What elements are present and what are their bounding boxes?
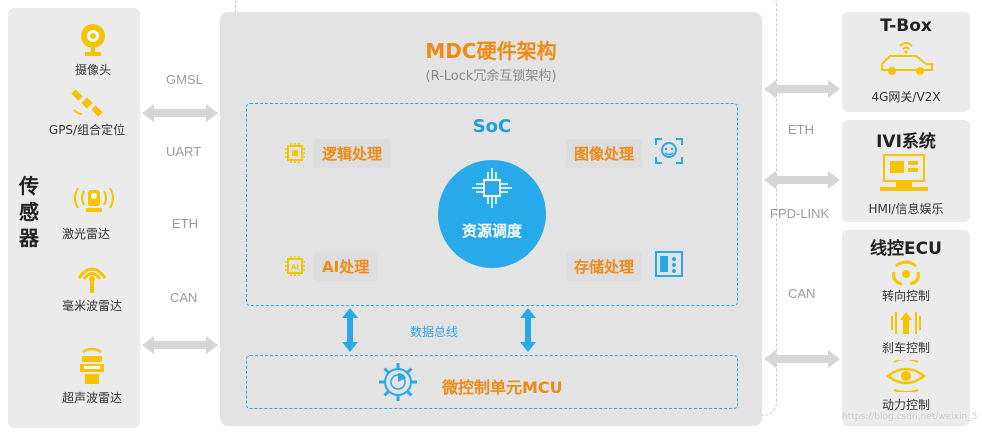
face-recognition-icon bbox=[655, 138, 683, 164]
tbox-title: T-Box bbox=[880, 16, 932, 36]
mcu-label: 微控制单元MCU bbox=[442, 378, 563, 397]
ecu-power: 动力控制 bbox=[881, 398, 930, 412]
connected-car-icon bbox=[881, 42, 933, 75]
steering-icon bbox=[892, 260, 920, 286]
ivi-title: IVI系统 bbox=[876, 132, 936, 152]
resource-scheduler-label: 资源调度 bbox=[461, 222, 522, 240]
ai-chip-icon: AI bbox=[285, 256, 305, 276]
iface-can-left: CAN bbox=[170, 290, 198, 305]
iface-uart: UART bbox=[166, 144, 202, 159]
sensor-panel bbox=[8, 8, 140, 428]
tbox-item: 4G网关/V2X bbox=[871, 90, 941, 104]
data-bus-arrows bbox=[342, 308, 536, 352]
mcu-box bbox=[246, 355, 738, 409]
iface-eth-right: ETH bbox=[788, 122, 814, 137]
sensor-ultrasonic-label: 超声波雷达 bbox=[61, 391, 122, 405]
mdc-title: MDC硬件架构 bbox=[425, 39, 557, 63]
chip-icon bbox=[285, 143, 305, 163]
sensor-gps: GPS/组合定位 bbox=[28, 88, 146, 138]
watermark: https://blog.csdn.net/weixin_5 bbox=[842, 412, 978, 422]
sensor-mmwave: 毫米波雷达 bbox=[44, 262, 140, 314]
ivi-item: HMI/信息娱乐 bbox=[868, 202, 944, 216]
storage-icon bbox=[655, 251, 683, 277]
ecu-brake: 刹车控制 bbox=[881, 341, 930, 355]
sensor-gps-label: GPS/组合定位 bbox=[48, 123, 126, 137]
sensor-lidar-label: 激光雷达 bbox=[62, 227, 111, 241]
satellite-icon bbox=[71, 89, 103, 117]
left-connection-arrows bbox=[142, 104, 218, 354]
ecu-title: 线控ECU bbox=[870, 239, 942, 259]
sensor-ultrasonic: 超声波雷达 bbox=[44, 346, 140, 406]
soc-image-processing: 图像处理 bbox=[566, 139, 643, 168]
mcu-gear-icon bbox=[379, 363, 417, 401]
sensor-lidar bbox=[52, 182, 136, 219]
infotainment-icon bbox=[880, 154, 928, 191]
radar-icon bbox=[77, 267, 107, 293]
tbox-panel bbox=[842, 12, 970, 112]
data-bus-label: 数据总线 bbox=[410, 325, 459, 339]
camera-icon bbox=[81, 24, 105, 56]
brake-icon bbox=[891, 312, 921, 334]
lidar-icon bbox=[74, 187, 114, 212]
iface-eth-left: ETH bbox=[172, 216, 198, 231]
ecu-steering: 转向控制 bbox=[881, 289, 930, 303]
soc-box bbox=[246, 103, 738, 306]
ivi-panel bbox=[842, 120, 970, 222]
sensor-group-label: 传感器 bbox=[19, 174, 39, 250]
iface-can-right: CAN bbox=[788, 286, 816, 301]
ultrasonic-icon bbox=[80, 347, 104, 384]
iface-fpd-link: FPD-LINK bbox=[770, 206, 830, 221]
sensor-camera: 摄像头 bbox=[48, 22, 138, 78]
sensor-mmwave-label: 毫米波雷达 bbox=[61, 299, 122, 313]
soc-ai-processing: AI处理 bbox=[314, 252, 378, 281]
mdc-subtitle: (R-Lock冗余互锁架构) bbox=[425, 69, 557, 84]
processor-icon bbox=[472, 168, 512, 208]
soc-logic-processing: 逻辑处理 bbox=[314, 139, 391, 168]
soc-storage-processing: 存储处理 bbox=[566, 252, 643, 281]
sensor-camera-label: 摄像头 bbox=[74, 63, 111, 77]
soc-title: SoC bbox=[472, 116, 512, 137]
iface-gmsl: GMSL bbox=[166, 72, 203, 87]
svg-text:AI: AI bbox=[291, 264, 299, 272]
right-connection-arrows bbox=[764, 80, 840, 368]
power-eye-icon bbox=[886, 360, 926, 392]
